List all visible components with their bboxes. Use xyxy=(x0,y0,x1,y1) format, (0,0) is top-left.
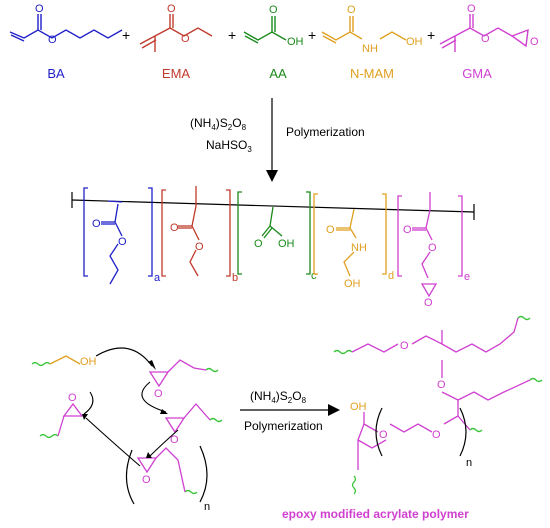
mechanism-epoxides xyxy=(57,359,211,493)
aa-hydroxyl: OH xyxy=(287,36,304,48)
monomer-label-ba: BA xyxy=(47,66,65,81)
nmam-hydroxyl: OH xyxy=(406,36,423,48)
block-d xyxy=(313,193,387,277)
mechanism-chains xyxy=(49,355,81,365)
block-c-carbonyl-o: O xyxy=(254,238,263,250)
subscript-n-product: n xyxy=(466,457,472,469)
plus-3: + xyxy=(308,27,316,43)
nmam-nh: NH xyxy=(362,43,378,55)
gma-ester-o: O xyxy=(481,33,490,45)
mechanism-epoxide-o-3: O xyxy=(170,434,179,446)
gma-carbonyl-o: O xyxy=(467,3,476,15)
monomer-gma-structure xyxy=(439,14,529,52)
mechanism-epoxide-o-4: O xyxy=(142,474,151,486)
monomer-ba-structure xyxy=(9,14,123,42)
mechanism-arrowheads xyxy=(82,360,168,458)
block-b-carbonyl-o: O xyxy=(170,222,179,234)
block-a-carbonyl-o: O xyxy=(92,218,101,230)
ema-carbonyl-o: O xyxy=(167,3,176,15)
step1-initiator: (NH4)S2O8 xyxy=(190,116,247,132)
gma-epoxide-o: O xyxy=(530,36,539,48)
mechanism-parentheses xyxy=(125,445,208,505)
block-e-carbonyl-o: O xyxy=(403,224,412,236)
monomer-label-aa: AA xyxy=(269,66,287,81)
product-hydroxyl: OH xyxy=(350,401,367,413)
monomer-label-ema: EMA xyxy=(162,66,191,81)
subscript-n-mechanism: n xyxy=(204,501,210,513)
product-ether-o-2: O xyxy=(437,379,446,391)
ema-ester-o: O xyxy=(181,33,190,45)
ba-carbonyl-o: O xyxy=(35,3,44,15)
step2-initiator: (NH4)S2O8 xyxy=(250,389,307,405)
ba-ester-o: O xyxy=(48,34,57,46)
step2-arrow xyxy=(240,404,340,416)
block-c xyxy=(237,191,311,275)
product-ether-o-1: O xyxy=(400,340,409,352)
subscript-b: b xyxy=(232,272,238,284)
copolymer-backbone xyxy=(71,192,475,220)
plus-2: + xyxy=(228,27,236,43)
mechanism-epoxide-o-2: O xyxy=(68,392,77,404)
step2-polymerization-label: Polymerization xyxy=(244,419,323,433)
product-label: epoxy modified acrylate polymer xyxy=(282,507,469,521)
product-ether-o-4: O xyxy=(379,429,388,441)
block-b xyxy=(161,186,231,277)
product-ether-o-3: O xyxy=(432,429,441,441)
block-b-ester-o: O xyxy=(195,241,204,253)
step1-reductant: NaHSO3 xyxy=(206,138,252,154)
mechanism-epoxide-o-1: O xyxy=(154,388,163,400)
monomer-label-nmam: N-MAM xyxy=(350,66,394,81)
nmam-carbonyl-o: O xyxy=(347,4,356,16)
product-parentheses xyxy=(375,407,467,457)
mechanism-hydroxyl: OH xyxy=(80,356,97,368)
plus-4: + xyxy=(427,27,435,43)
block-e-ester-o: O xyxy=(428,242,437,254)
block-a-ester-o: O xyxy=(118,236,127,248)
monomer-ema-structure xyxy=(139,14,213,52)
block-d-hydroxyl: OH xyxy=(344,278,361,290)
product-skeleton xyxy=(351,317,531,470)
monomer-label-gma: GMA xyxy=(462,66,492,81)
block-e-epoxide-o: O xyxy=(424,297,433,309)
plus-1: + xyxy=(122,27,130,43)
subscript-a: a xyxy=(154,272,161,284)
monomer-nmam-structure xyxy=(321,16,407,44)
mechanism-wavy-bonds xyxy=(31,361,223,495)
monomer-aa-structure xyxy=(243,16,287,44)
block-c-hydroxyl: OH xyxy=(278,238,295,250)
subscript-d: d xyxy=(388,270,394,282)
block-a xyxy=(83,187,153,285)
block-d-nh: NH xyxy=(351,242,367,254)
product-wavy-bonds xyxy=(333,315,543,495)
step1-arrow xyxy=(266,98,278,182)
block-e xyxy=(397,192,463,298)
mechanism-curved-arrows xyxy=(83,347,179,467)
block-d-carbonyl-o: O xyxy=(326,224,335,236)
aa-carbonyl-o: O xyxy=(269,4,278,16)
subscript-e: e xyxy=(464,271,470,283)
subscript-c: c xyxy=(311,270,317,282)
step1-polymerization-label: Polymerization xyxy=(286,125,365,139)
